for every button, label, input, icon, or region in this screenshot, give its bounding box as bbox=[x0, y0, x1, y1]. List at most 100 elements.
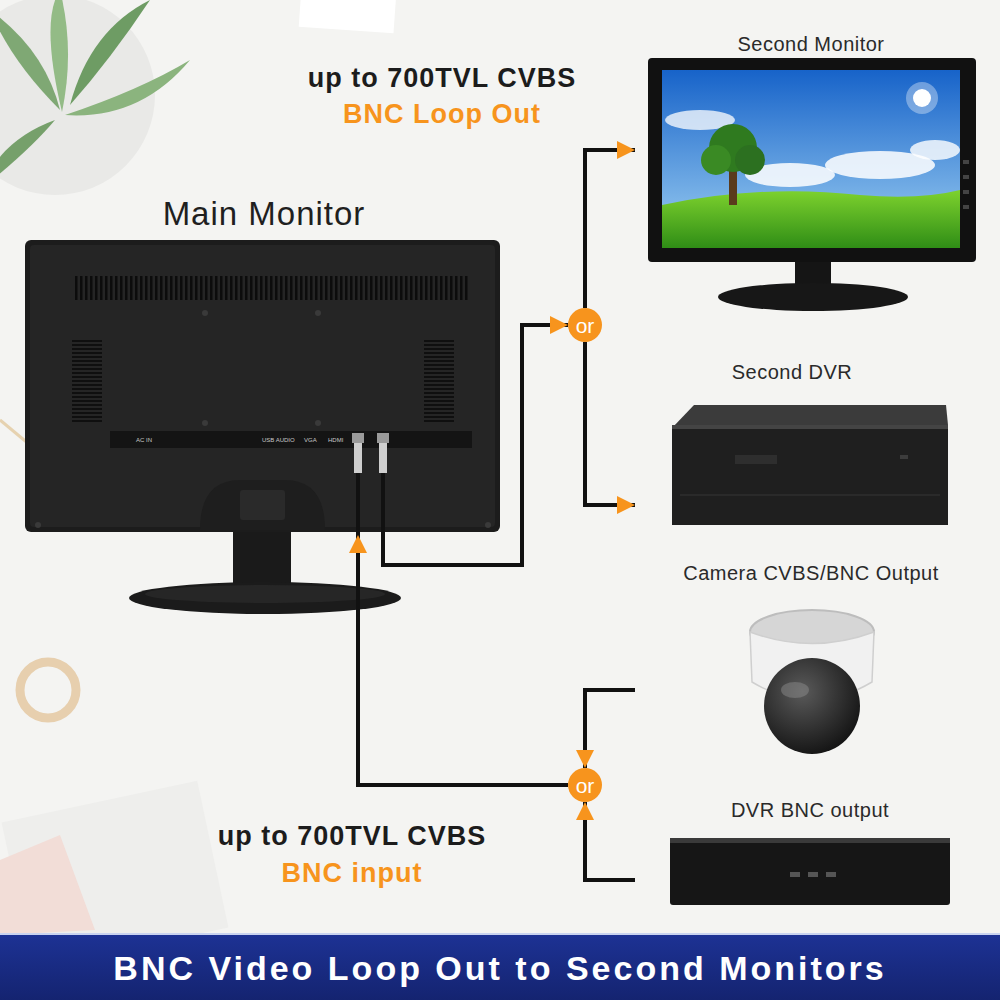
second-monitor-part bbox=[662, 190, 960, 248]
arrow-head bbox=[550, 316, 568, 334]
main-monitor-back-part bbox=[202, 310, 208, 316]
main-monitor-back-part bbox=[240, 490, 285, 520]
device-label: DVR BNC output bbox=[731, 799, 889, 822]
signal-label: BNC input bbox=[282, 857, 423, 889]
dvr-recorder bbox=[670, 838, 950, 905]
title-banner: BNC Video Loop Out to Second Monitors bbox=[0, 933, 1000, 1000]
second-dvr bbox=[672, 405, 948, 525]
dome-camera-part bbox=[781, 682, 809, 698]
banner-title: BNC Video Loop Out to Second Monitors bbox=[113, 935, 886, 1000]
dvr-recorder-part bbox=[670, 838, 950, 905]
main-monitor-back-part bbox=[110, 431, 472, 448]
connector-line bbox=[585, 150, 635, 308]
dome-camera bbox=[750, 610, 874, 754]
second-monitor-part bbox=[701, 145, 731, 175]
signal-label: up to 700TVL CVBS bbox=[218, 820, 487, 852]
port-label: HDMI bbox=[328, 437, 343, 444]
second-monitor-part bbox=[963, 190, 969, 194]
connector-line bbox=[585, 690, 635, 768]
second-monitor bbox=[648, 58, 976, 311]
bnc-stub-wire bbox=[358, 473, 383, 536]
or-text: or bbox=[576, 775, 595, 796]
device-label: Second Monitor bbox=[737, 33, 884, 56]
main-monitor-back-part bbox=[35, 522, 41, 528]
device-node: Main Monitor bbox=[25, 195, 500, 535]
arrow-head bbox=[617, 496, 635, 514]
device-node: Second DVR bbox=[635, 358, 955, 530]
port-label: AC IN bbox=[136, 437, 152, 444]
dvr-recorder-part bbox=[808, 872, 818, 877]
bnc-connector bbox=[352, 433, 389, 473]
main-monitor-back-part bbox=[202, 420, 208, 426]
signal-connector bbox=[383, 316, 568, 565]
main-monitor-back-part bbox=[315, 310, 321, 316]
signal-label: BNC Loop Out bbox=[343, 98, 541, 130]
second-monitor-part bbox=[662, 70, 960, 248]
second-dvr-part bbox=[672, 425, 948, 525]
device-label: Main Monitor bbox=[163, 195, 366, 233]
second-monitor-part bbox=[910, 140, 960, 160]
main-monitor-back-part bbox=[233, 480, 291, 588]
or-text: or bbox=[576, 315, 595, 336]
connector-line bbox=[585, 802, 635, 880]
or-circle: or bbox=[568, 308, 602, 342]
main-monitor-back-part bbox=[200, 480, 325, 530]
second-dvr-part bbox=[900, 455, 908, 459]
second-dvr-part bbox=[735, 455, 777, 464]
device-label: Camera CVBS/BNC Output bbox=[683, 562, 939, 585]
signal-connector bbox=[585, 342, 635, 514]
second-monitor-part bbox=[963, 175, 969, 179]
main-monitor-back bbox=[25, 240, 500, 614]
second-dvr-part bbox=[672, 425, 948, 429]
arrow-head bbox=[349, 535, 367, 553]
device-node: Second Monitor bbox=[635, 30, 980, 315]
signal-label: up to 700TVL CVBS bbox=[308, 62, 577, 94]
signal-connector bbox=[349, 535, 568, 785]
bnc-stub-wire-part bbox=[381, 473, 385, 536]
second-monitor-part bbox=[735, 145, 765, 175]
port-label: USB AUDIO bbox=[262, 437, 295, 444]
dvr-recorder-part bbox=[826, 872, 836, 877]
bnc-connector-part bbox=[377, 433, 389, 443]
bnc-stub-wire-part bbox=[356, 473, 360, 536]
signal-connector bbox=[576, 802, 635, 880]
background-decor-part bbox=[20, 662, 76, 718]
second-monitor-part bbox=[648, 58, 976, 262]
main-monitor-back-part bbox=[25, 240, 500, 532]
background-decor-part bbox=[299, 0, 397, 33]
background-decor-part bbox=[50, 0, 68, 112]
background-decor-part bbox=[0, 120, 55, 190]
device-node: Camera CVBS/BNC Output bbox=[635, 560, 960, 765]
main-monitor-back-part bbox=[129, 582, 401, 614]
dome-camera-part bbox=[764, 658, 860, 754]
bnc-connector-part bbox=[352, 433, 364, 443]
or-circle: or bbox=[568, 768, 602, 802]
device-label: Second DVR bbox=[732, 361, 853, 384]
port-label: VGA bbox=[304, 437, 317, 444]
second-dvr-part bbox=[672, 405, 948, 428]
signal-connector bbox=[576, 690, 635, 768]
second-monitor-part bbox=[906, 82, 938, 114]
connector-line bbox=[383, 325, 568, 565]
dvr-recorder-part bbox=[670, 838, 950, 843]
main-monitor-back-part bbox=[72, 340, 102, 422]
background-decor-part bbox=[65, 60, 190, 115]
arrow-head bbox=[576, 750, 594, 768]
connector-line bbox=[358, 535, 568, 785]
dvr-recorder-part bbox=[790, 872, 800, 877]
main-monitor-back-part bbox=[145, 585, 385, 603]
second-monitor-part bbox=[718, 283, 908, 311]
bnc-connector-part bbox=[354, 443, 362, 473]
main-monitor-back-part bbox=[315, 420, 321, 426]
second-dvr-part bbox=[680, 494, 940, 496]
signal-connector bbox=[585, 141, 635, 308]
second-monitor-part bbox=[913, 89, 931, 107]
device-node: DVR BNC output bbox=[635, 797, 955, 912]
second-monitor-part bbox=[963, 205, 969, 209]
bnc-connector-part bbox=[379, 443, 387, 473]
arrow-head bbox=[576, 802, 594, 820]
